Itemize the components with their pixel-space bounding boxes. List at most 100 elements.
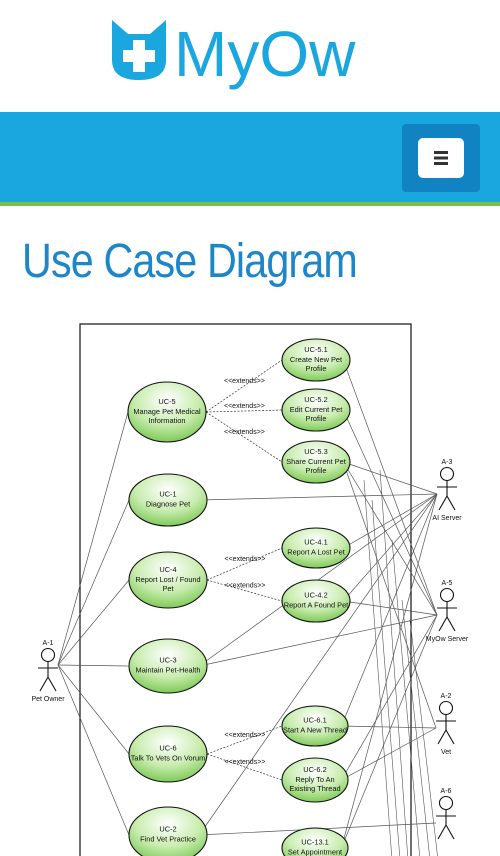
extend-label: <<extends>>	[225, 556, 266, 563]
use-case-name: Share Current Pet	[286, 457, 346, 466]
use-case-id: UC-4.1	[304, 538, 327, 547]
use-case-ellipse	[128, 473, 208, 527]
association-line	[342, 461, 437, 729]
use-case-name: Profile	[306, 466, 327, 475]
association-line	[57, 664, 130, 836]
use-case-ellipse	[128, 638, 208, 694]
page-title: Use Case Diagram	[22, 235, 358, 288]
site-header: MyOw	[0, 0, 500, 112]
association-line	[341, 493, 438, 849]
use-case-id: UC-13.1	[301, 838, 329, 847]
menu-toggle-button[interactable]	[402, 124, 480, 192]
use-case-ellipse	[281, 827, 349, 856]
association-line	[391, 539, 420, 856]
actor-body	[436, 809, 456, 840]
use-case-name: Profile	[306, 364, 327, 373]
use-case-name: Report A Lost Pet	[287, 548, 345, 557]
association-line	[379, 469, 409, 856]
extend-label: <<extends>>	[224, 403, 265, 410]
actor-name: Pet Owner	[31, 696, 65, 703]
actor-head	[438, 795, 454, 811]
actor-body	[38, 661, 58, 692]
extend-line	[206, 547, 283, 581]
actor-id: A-5	[442, 580, 453, 587]
use-case-id: UC-5.3	[304, 447, 327, 456]
association-line	[341, 493, 438, 727]
actor-id: A-2	[441, 693, 452, 700]
use-case-id: UC-5.1	[304, 345, 327, 354]
myow-logo[interactable]: MyOw	[108, 14, 398, 98]
use-case-ellipse	[281, 338, 351, 382]
association-line	[341, 614, 438, 849]
use-case-name: Edit Current Pet	[290, 405, 343, 414]
extend-line	[206, 725, 283, 755]
association-line	[371, 499, 400, 856]
extend-line	[205, 409, 283, 413]
use-case-id: UC-5	[158, 397, 175, 406]
association-line	[342, 461, 438, 616]
use-case-ellipse	[281, 757, 349, 803]
use-case-id: UC-6.1	[303, 716, 326, 725]
association-line	[57, 499, 130, 666]
use-case-id: UC-5.2	[304, 395, 327, 404]
association-line	[57, 664, 130, 667]
use-case-id: UC-2	[159, 825, 176, 834]
actor-head	[40, 647, 56, 663]
actor-name: Vet	[441, 749, 451, 756]
use-case-ellipse	[281, 705, 349, 747]
extend-label: <<extends>>	[225, 732, 266, 739]
association-line	[409, 619, 438, 856]
use-case-ellipse	[281, 440, 351, 484]
association-line	[363, 479, 393, 856]
use-case-ellipse	[281, 579, 351, 623]
use-case-name: Diagnose Pet	[146, 500, 190, 509]
use-case-name: Report Lost / Found	[135, 575, 200, 584]
use-case-ellipse	[281, 388, 351, 432]
extend-line	[205, 411, 283, 463]
use-case-name: Find Vet Practice	[140, 835, 196, 844]
actor-body	[437, 480, 457, 511]
association-line	[401, 599, 430, 856]
use-case-id: UC-6	[159, 744, 176, 753]
navbar	[0, 112, 500, 206]
use-case-name: Reply To An	[295, 775, 334, 784]
association-line	[199, 493, 438, 501]
use-case-name: Report A Found Pet	[284, 601, 349, 610]
use-case-id: UC-4	[159, 565, 176, 574]
use-case-name: Maintain Pet-Health	[136, 666, 201, 675]
actor-head	[438, 700, 454, 716]
use-case-ellipse	[128, 551, 208, 609]
extend-line	[205, 359, 283, 413]
actor-a-6: A-6	[436, 788, 456, 840]
use-case-name: Information	[149, 416, 186, 425]
actor-id: A-3	[442, 459, 453, 466]
extend-label: <<extends>>	[224, 378, 265, 385]
system-boundary	[79, 323, 412, 856]
association-line	[57, 579, 130, 666]
extend-label: <<extends>>	[225, 759, 266, 766]
use-case-name: Set Appointment	[288, 848, 342, 856]
extend-line	[206, 753, 283, 781]
use-case-name: Talk To Vets On Vorum	[131, 754, 206, 763]
association-line	[341, 727, 437, 781]
association-line	[342, 359, 438, 616]
menu-button-face	[418, 138, 464, 178]
use-case-id: UC-3	[159, 656, 176, 665]
use-case-id: UC-1	[159, 490, 176, 499]
use-case-name: Manage Pet Medical	[133, 407, 201, 416]
use-case-ellipse	[281, 527, 351, 569]
use-case-name: Start A New Thread	[283, 726, 347, 735]
association-line	[342, 409, 438, 616]
use-case-name: Profile	[306, 414, 327, 423]
extend-line	[206, 579, 283, 602]
association-line	[199, 614, 438, 667]
use-case-name: Existing Thread	[289, 784, 340, 793]
actor-id: A-1	[43, 640, 54, 647]
